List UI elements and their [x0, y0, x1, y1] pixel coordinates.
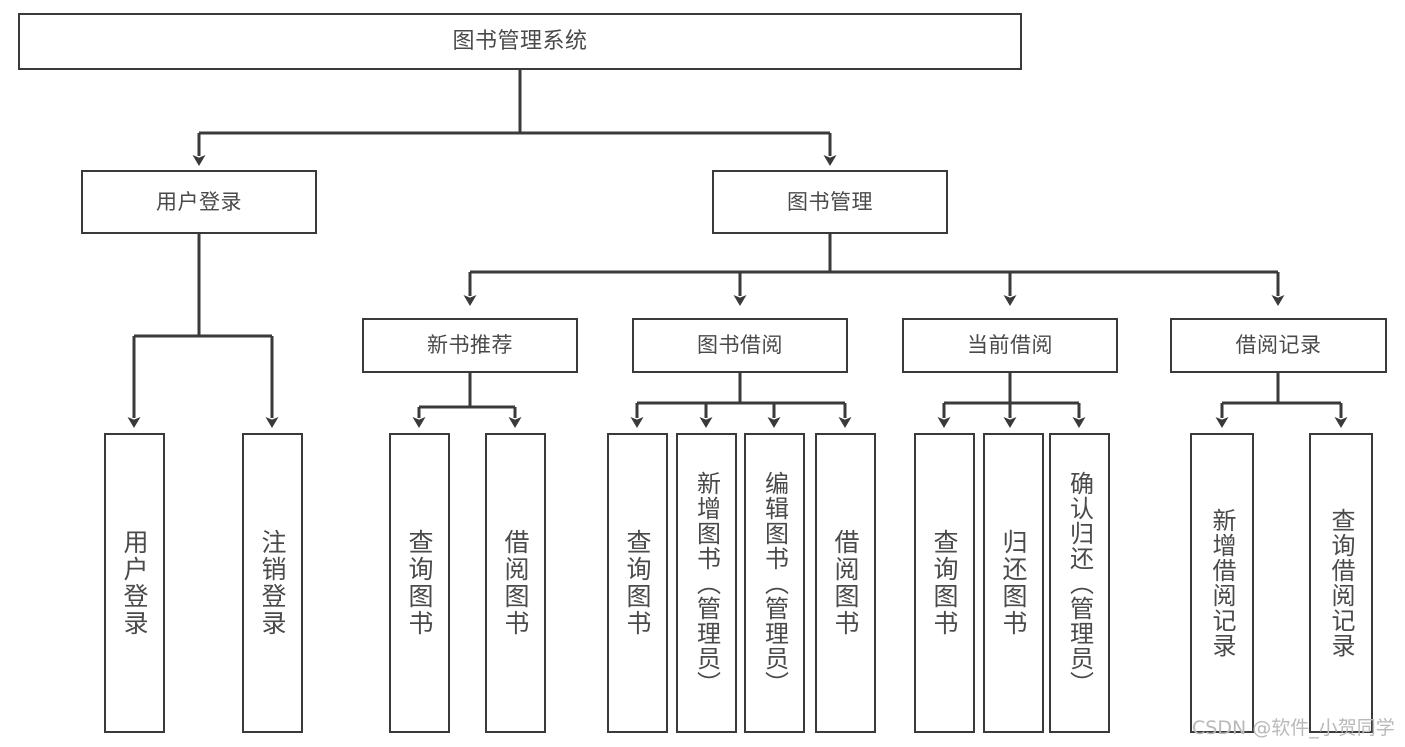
- node-label: 借阅图书: [501, 529, 530, 637]
- node-label: 查询图书: [623, 529, 652, 637]
- leaf-confirm-return-admin[interactable]: 确认归还（管理员）: [1049, 433, 1110, 733]
- node-label: 图书借阅: [697, 333, 783, 358]
- leaf-query-book-recommend[interactable]: 查询图书: [389, 433, 450, 733]
- node-label: 图书管理: [787, 189, 873, 214]
- node-new-book-recommend[interactable]: 新书推荐: [362, 318, 578, 373]
- node-label: 当前借阅: [967, 333, 1053, 358]
- node-borrow-records[interactable]: 借阅记录: [1170, 318, 1387, 373]
- leaf-user-login[interactable]: 用户登录: [104, 433, 165, 733]
- node-label: 图书管理系统: [452, 28, 588, 54]
- node-label: 注销登录: [258, 529, 287, 637]
- leaf-query-borrow-record[interactable]: 查询借阅记录: [1309, 433, 1373, 733]
- node-label: 归还图书: [999, 529, 1028, 637]
- node-label: 新增图书（管理员）: [692, 470, 721, 696]
- node-book-management[interactable]: 图书管理: [712, 170, 948, 234]
- leaf-add-borrow-record[interactable]: 新增借阅记录: [1190, 433, 1254, 733]
- node-label: 查询图书: [405, 529, 434, 637]
- node-user-login[interactable]: 用户登录: [81, 170, 317, 234]
- node-label: 借阅记录: [1235, 333, 1322, 358]
- node-current-borrow[interactable]: 当前借阅: [902, 318, 1118, 373]
- leaf-logout[interactable]: 注销登录: [242, 433, 303, 733]
- leaf-borrow-book-recommend[interactable]: 借阅图书: [485, 433, 546, 733]
- node-label: 新书推荐: [427, 333, 513, 358]
- node-label: 查询图书: [930, 529, 959, 637]
- leaf-return-book[interactable]: 归还图书: [983, 433, 1044, 733]
- node-label: 确认归还（管理员）: [1065, 470, 1094, 696]
- node-label: 用户登录: [120, 529, 149, 637]
- leaf-query-book-current[interactable]: 查询图书: [914, 433, 975, 733]
- node-root-system[interactable]: 图书管理系统: [18, 13, 1022, 70]
- node-label: 编辑图书（管理员）: [760, 470, 789, 696]
- leaf-add-book-admin[interactable]: 新增图书（管理员）: [676, 433, 737, 733]
- leaf-borrow-book[interactable]: 借阅图书: [815, 433, 876, 733]
- node-label: 新增借阅记录: [1208, 508, 1236, 658]
- leaf-edit-book-admin[interactable]: 编辑图书（管理员）: [744, 433, 805, 733]
- node-label: 用户登录: [156, 189, 242, 214]
- node-label: 查询借阅记录: [1327, 508, 1355, 658]
- node-label: 借阅图书: [831, 529, 860, 637]
- watermark: CSDN @软件_小贺同学: [1192, 717, 1395, 739]
- node-book-borrow[interactable]: 图书借阅: [632, 318, 848, 373]
- leaf-query-book-borrow[interactable]: 查询图书: [607, 433, 668, 733]
